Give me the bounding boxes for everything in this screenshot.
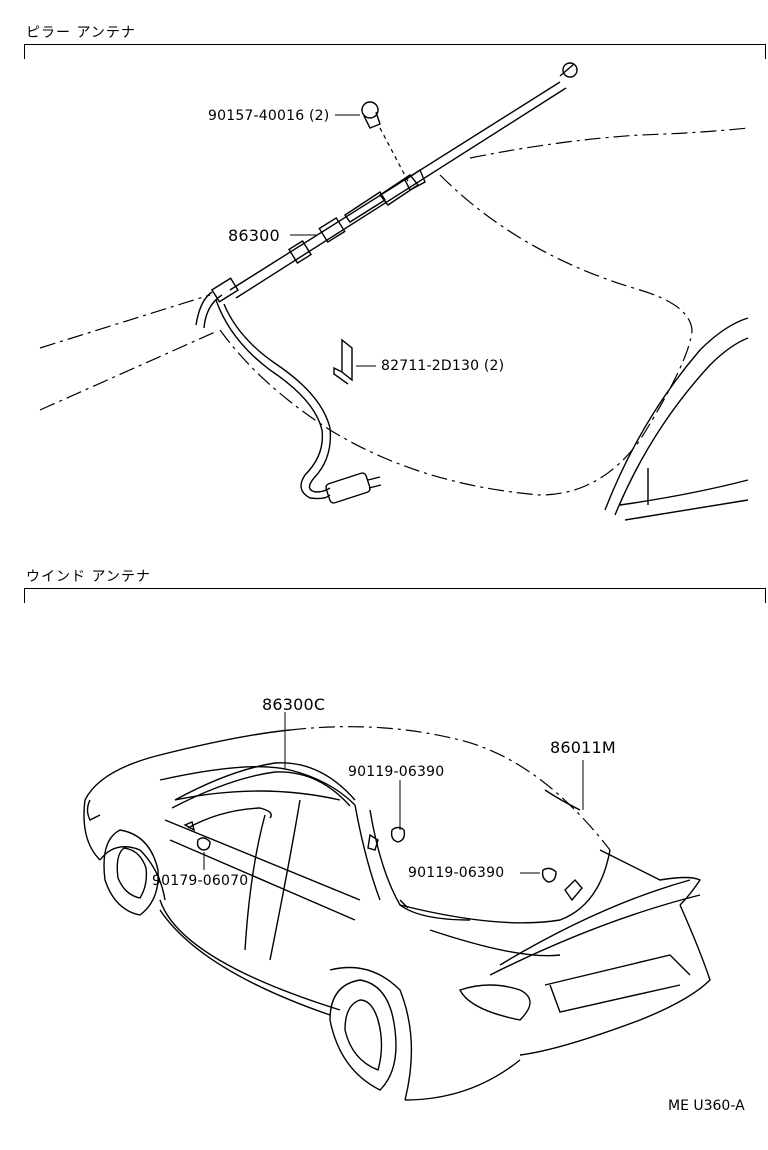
part-label-90157-40016: 90157-40016 (2) <box>208 108 330 124</box>
section-bracket-bottom <box>24 588 766 603</box>
diagram-code: ME U360-A <box>668 1098 745 1114</box>
part-label-86300c: 86300C <box>262 695 326 714</box>
clip-82711 <box>333 338 376 385</box>
part-label-90119-06390-b: 90119-06390 <box>408 865 505 881</box>
part-label-90119-06390-a: 90119-06390 <box>348 764 445 780</box>
windshield-outline <box>39 127 749 496</box>
windshield-antenna-strip <box>171 712 356 829</box>
section-bracket-top <box>24 44 766 59</box>
bolts <box>183 780 557 909</box>
section-title-pillar-antenna: ピラー アンテナ <box>26 25 136 41</box>
part-label-90179-06070: 90179-06070 <box>152 873 249 889</box>
car-body <box>83 726 711 1101</box>
part-label-86011m: 86011M <box>550 738 616 757</box>
part-label-82711-2d130: 82711-2D130 (2) <box>381 358 505 374</box>
antenna-cable <box>215 299 382 504</box>
door-pillar-outline <box>604 317 749 521</box>
section-title-window-antenna: ウインド アンテナ <box>26 569 151 585</box>
rear-window-antenna <box>544 760 584 902</box>
part-label-86300: 86300 <box>228 226 280 245</box>
screw-90157 <box>335 101 411 186</box>
antenna-mast <box>195 62 578 329</box>
